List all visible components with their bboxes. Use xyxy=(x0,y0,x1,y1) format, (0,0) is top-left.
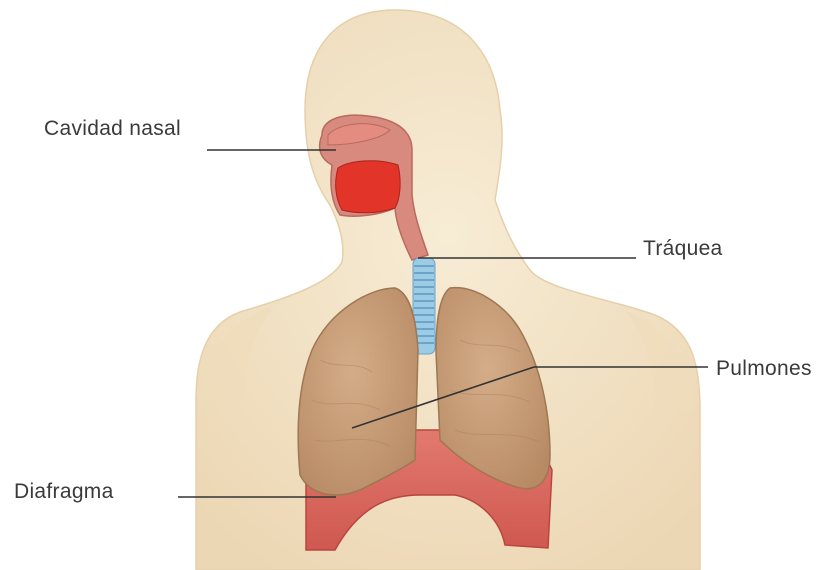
label-diaphragm: Diafragma xyxy=(14,481,114,502)
label-trachea: Tráquea xyxy=(643,238,723,259)
label-lungs: Pulmones xyxy=(716,358,812,379)
label-nasal-cavity: Cavidad nasal xyxy=(44,118,181,139)
nasal-cavity-interior xyxy=(336,161,400,213)
